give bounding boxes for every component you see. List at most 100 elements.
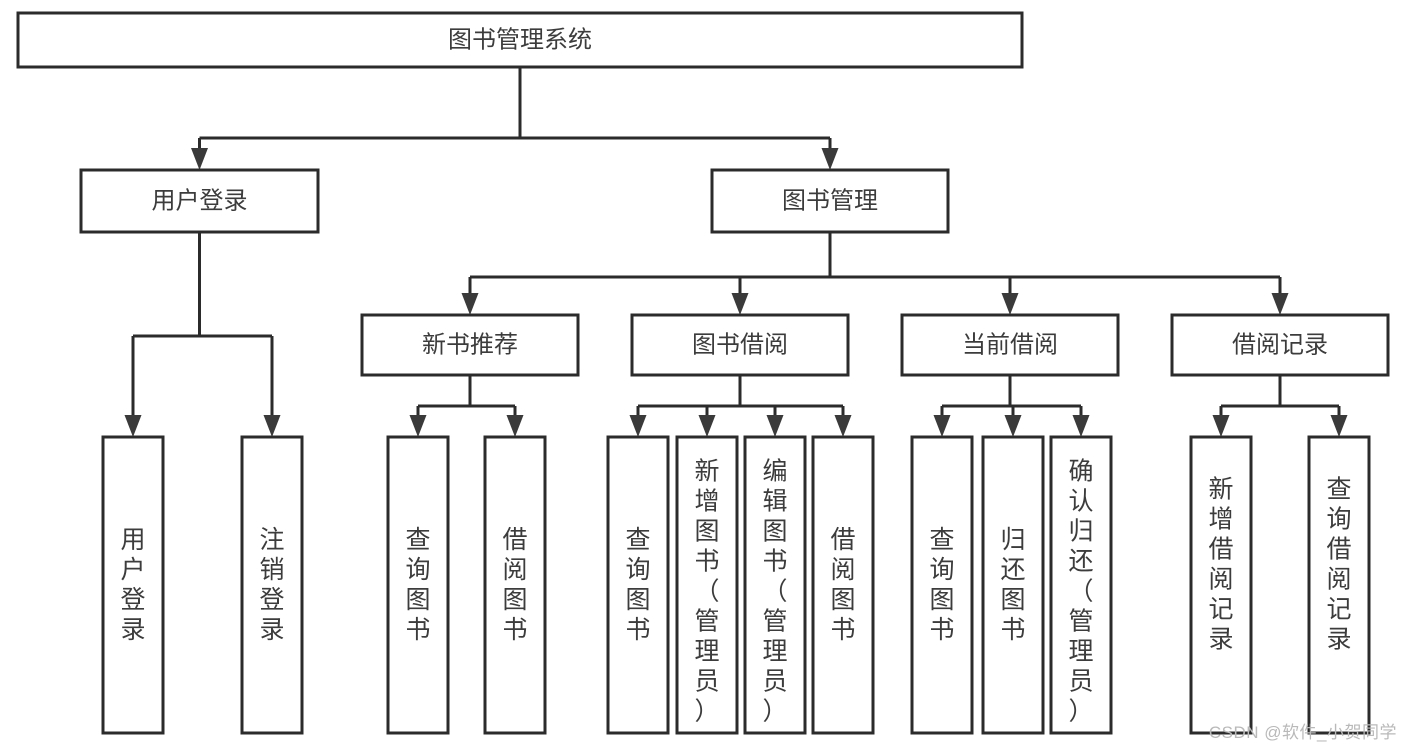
node-box[interactable] [981, 435, 1045, 735]
node-box[interactable] [743, 435, 807, 735]
node-label-char: 认 [1068, 488, 1093, 516]
arrow-head-icon [1271, 293, 1289, 315]
node-label-char: 管 [1068, 608, 1093, 636]
node-user-login[interactable]: 用户登录 [79, 168, 320, 234]
node-label-char: 图 [929, 586, 954, 614]
node-label-char: （ [694, 578, 719, 606]
node-borrow-record[interactable]: 借阅记录 [1170, 313, 1390, 377]
node-label-char: 书 [502, 616, 527, 644]
node-label-char: 辑 [762, 488, 787, 516]
node-box[interactable] [483, 435, 547, 735]
arrow-head-icon [1212, 415, 1230, 437]
node-label-char: ） [762, 698, 787, 726]
node-label-char: 员 [1068, 668, 1093, 696]
connector-group [933, 375, 1090, 437]
node-leaf-add-record[interactable]: 新增借阅记录新增借阅记录 [1189, 435, 1253, 735]
connector-group [629, 375, 852, 437]
node-label-char: 图 [1000, 586, 1025, 614]
node-label-char: 查 [625, 526, 650, 554]
node-box[interactable] [900, 313, 1120, 377]
node-box[interactable] [1049, 435, 1113, 735]
node-label-char: 编 [762, 458, 787, 486]
node-leaf-query-record[interactable]: 查询借阅记录查询借阅记录 [1307, 435, 1371, 735]
node-label-char: 录 [259, 616, 284, 644]
node-box[interactable] [910, 435, 974, 735]
node-root[interactable]: 图书管理系统 [16, 11, 1024, 69]
node-box[interactable] [240, 435, 304, 735]
node-label-char: 记 [1326, 596, 1351, 624]
node-label: 图书管理 [782, 187, 878, 214]
arrow-head-icon [191, 148, 208, 170]
node-label-char: 阅 [830, 556, 855, 584]
node-leaf-query-book-rec[interactable]: 查询图书查询图书 [386, 435, 450, 735]
node-label-char: 还 [1068, 548, 1093, 576]
arrow-head-icon [731, 293, 749, 315]
node-book-borrow[interactable]: 图书借阅 [630, 313, 850, 377]
node-label-char: 新 [1208, 476, 1233, 504]
node-leaf-user-logout[interactable]: 注销登录注销登录 [240, 435, 304, 735]
node-box[interactable] [1189, 435, 1253, 735]
arrow-head-icon [834, 415, 852, 437]
node-label-char: 询 [625, 556, 650, 584]
node-label-char: 查 [405, 526, 430, 554]
node-label-char: 书 [762, 548, 787, 576]
node-label: 图书管理系统 [448, 26, 592, 53]
node-box[interactable] [1170, 313, 1390, 377]
arrow-head-icon [933, 415, 951, 437]
node-label-char: 询 [1326, 506, 1351, 534]
arrow-head-icon [1072, 415, 1090, 437]
node-label-char: 员 [694, 668, 719, 696]
node-label-char: 还 [1000, 556, 1025, 584]
watermark-text: CSDN @软件_小贺同学 [1208, 723, 1397, 742]
node-box[interactable] [16, 11, 1024, 69]
arrow-head-icon [821, 148, 839, 170]
node-label-char: ） [1068, 698, 1093, 726]
node-label-char: 理 [694, 638, 719, 666]
arrow-head-icon [698, 415, 716, 437]
node-box[interactable] [606, 435, 670, 735]
node-label-char: （ [762, 578, 787, 606]
node-box[interactable] [710, 168, 950, 234]
node-label-char: 录 [120, 616, 145, 644]
node-new-book-rec[interactable]: 新书推荐 [360, 313, 580, 377]
node-leaf-borrow-book-rec[interactable]: 借阅图书借阅图书 [483, 435, 547, 735]
node-box[interactable] [630, 313, 850, 377]
node-label-char: 增 [1208, 506, 1233, 534]
node-box[interactable] [101, 435, 165, 735]
node-label-char: 图 [762, 518, 787, 546]
node-box[interactable] [811, 435, 875, 735]
node-box[interactable] [360, 313, 580, 377]
node-label-char: 登 [120, 586, 145, 614]
node-book-manage[interactable]: 图书管理 [710, 168, 950, 234]
node-leaf-return-book[interactable]: 归还图书归还图书 [981, 435, 1045, 735]
arrow-head-icon [629, 415, 647, 437]
node-label-char: 管 [762, 608, 787, 636]
node-label: 新书推荐 [422, 331, 518, 358]
node-box[interactable] [386, 435, 450, 735]
arrow-head-icon [1001, 293, 1019, 315]
node-leaf-query-book-c[interactable]: 查询图书查询图书 [910, 435, 974, 735]
node-label-char: 图 [625, 586, 650, 614]
node-current-borrow[interactable]: 当前借阅 [900, 313, 1120, 377]
node-label-char: 询 [405, 556, 430, 584]
node-box[interactable] [1307, 435, 1371, 735]
node-label-char: 理 [762, 638, 787, 666]
node-label-char: （ [1068, 578, 1093, 606]
node-box[interactable] [79, 168, 320, 234]
node-leaf-user-login[interactable]: 用户登录用户登录 [101, 435, 165, 735]
node-label-char: 注 [259, 526, 284, 554]
node-label: 用户登录 [152, 187, 248, 214]
node-box[interactable] [675, 435, 739, 735]
node-label-char: ） [694, 698, 719, 726]
node-label-char: 录 [1326, 626, 1351, 654]
node-leaf-borrow-book-b[interactable]: 借阅图书借阅图书 [811, 435, 875, 735]
connector-group [1212, 375, 1348, 437]
node-label-char: 确 [1068, 458, 1093, 486]
node-leaf-query-book-b[interactable]: 查询图书查询图书 [606, 435, 670, 735]
node-label-char: 登 [259, 586, 284, 614]
node-label-char: 书 [625, 616, 650, 644]
